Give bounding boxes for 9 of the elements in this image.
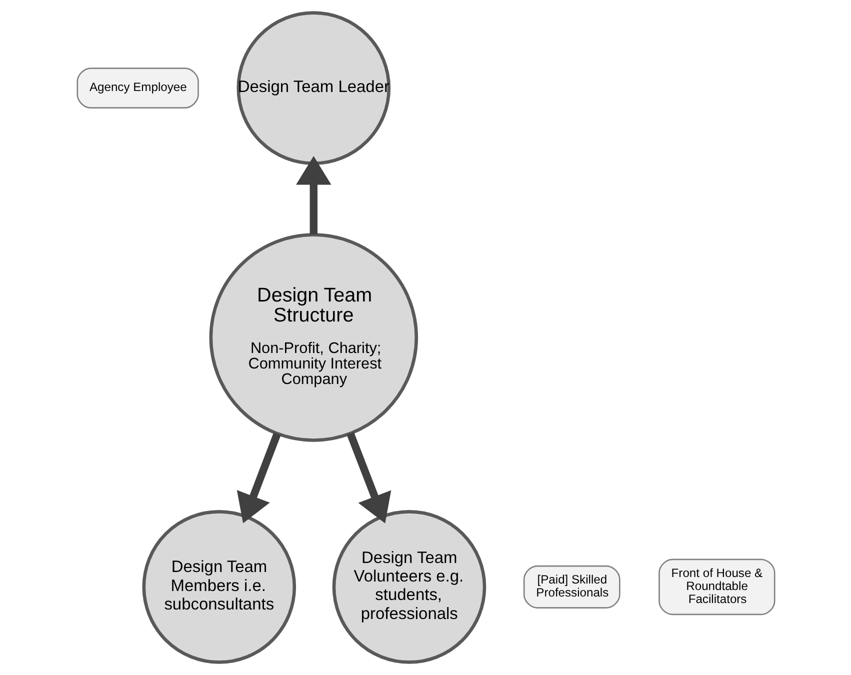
node-circle: Design Team Structure Non-Profit, Charity; Community Interest Company — [208, 233, 418, 442]
node-box: Front of House & Roundtable Facilitators — [658, 558, 775, 616]
arrow — [346, 432, 391, 524]
arrow — [236, 432, 280, 524]
node-box: Agency Employee — [76, 68, 198, 108]
node-box: [Paid] Skilled Professionals — [522, 565, 620, 608]
node-circle: Design Team Volunteers e.g. students, professionals — [332, 510, 486, 664]
arrow — [296, 156, 331, 234]
node-circle: Design Team Members i.e. subconsultants — [142, 510, 296, 664]
